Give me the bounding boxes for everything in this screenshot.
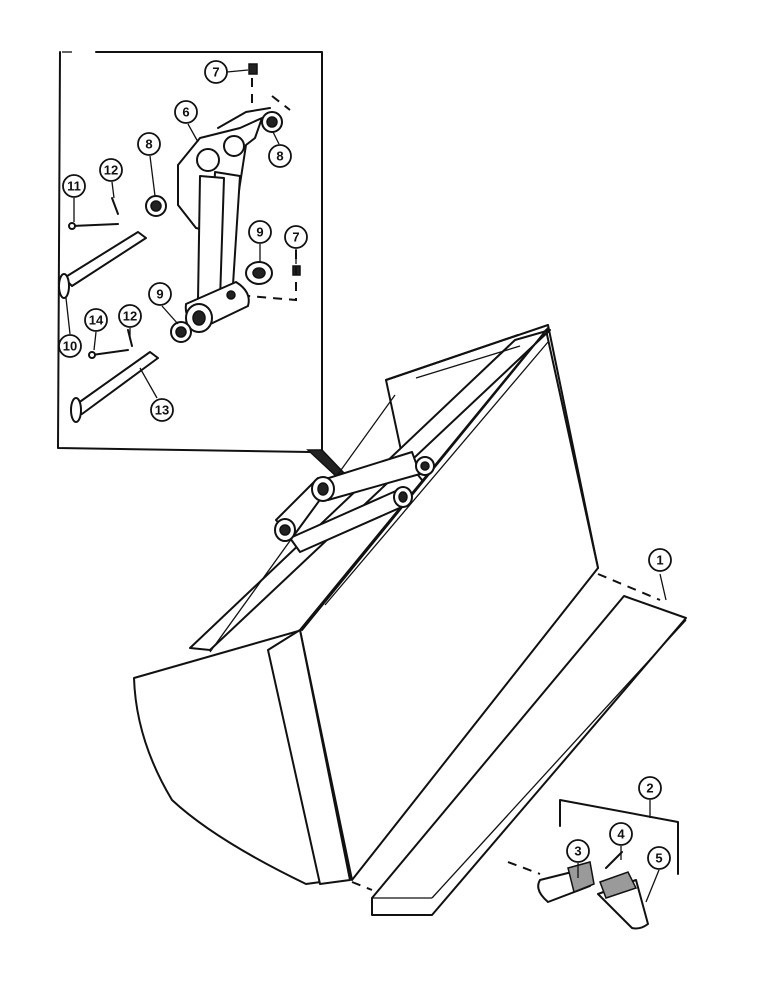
svg-text:5: 5: [655, 851, 662, 866]
callout-12-lower: 12: [118, 304, 142, 340]
callout-5: 5: [645, 846, 671, 903]
svg-text:9: 9: [156, 287, 163, 302]
callout-13: 13: [139, 367, 174, 422]
callout-8-left: 8: [137, 132, 161, 197]
callout-4: 4: [609, 822, 633, 860]
callout-9-left: 9: [148, 282, 179, 325]
svg-text:12: 12: [104, 163, 118, 178]
cutting-edge: [351, 573, 687, 916]
callout-9-right: 9: [248, 220, 272, 262]
svg-text:3: 3: [574, 844, 581, 859]
link-plate: [177, 107, 271, 333]
svg-text:11: 11: [67, 179, 81, 194]
callout-12-upper: 12: [99, 158, 123, 199]
svg-text:7: 7: [292, 230, 299, 245]
lower-pin: [70, 329, 159, 423]
svg-text:7: 7: [212, 65, 219, 80]
svg-text:1: 1: [656, 553, 663, 568]
callout-11: 11: [62, 174, 86, 222]
upper-pin: [58, 197, 147, 299]
callout-14: 14: [84, 308, 108, 351]
svg-text:4: 4: [617, 827, 625, 842]
callout-1: 1: [648, 548, 672, 601]
svg-text:9: 9: [256, 225, 263, 240]
svg-text:13: 13: [155, 403, 169, 418]
hinge-brackets: [274, 451, 435, 553]
callout-3: 3: [566, 839, 590, 878]
svg-text:8: 8: [276, 149, 283, 164]
svg-text:12: 12: [123, 309, 137, 324]
svg-text:10: 10: [63, 339, 77, 354]
callout-8-right: 8: [268, 131, 292, 168]
callout-10: 10: [58, 297, 82, 358]
svg-text:6: 6: [182, 105, 189, 120]
callout-7-top: 7: [204, 60, 249, 84]
tooth-assembly: [507, 799, 679, 930]
svg-text:8: 8: [145, 137, 152, 152]
callout-7-right: 7: [284, 225, 308, 264]
grease-fittings: [247, 63, 301, 302]
svg-text:14: 14: [89, 313, 104, 328]
bucket: [133, 324, 599, 885]
callout-6: 6: [174, 100, 199, 143]
bushings: [145, 111, 283, 343]
svg-text:2: 2: [646, 781, 653, 796]
callout-2: 2: [638, 776, 662, 818]
